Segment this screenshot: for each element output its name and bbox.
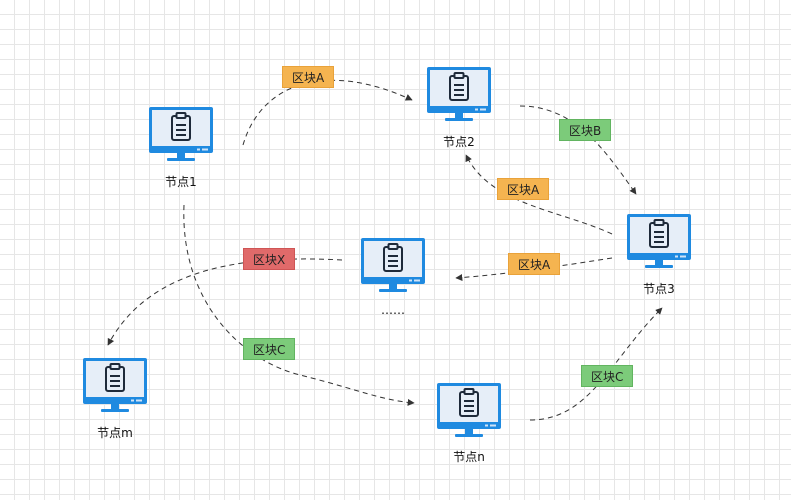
block-label-x: 区块X (243, 248, 296, 270)
computer-icon-node3 (626, 213, 692, 269)
computer-icon-node1 (148, 106, 214, 162)
block-label-c-1: 区块C (243, 338, 296, 360)
block-label-a-3: 区块A (508, 253, 561, 275)
node-label-node2: 节点2 (443, 135, 475, 149)
node-label-ellipsis: …… (381, 303, 405, 317)
edge-node1-noden (183, 204, 415, 406)
block-label-c-2: 区块C (581, 365, 634, 387)
computer-icon-nodex (360, 237, 426, 293)
edge-node3-nodex (455, 257, 613, 282)
edge-nodex-nodem (107, 258, 343, 346)
edge-noden-node3 (529, 307, 663, 421)
node-label-node3: 节点3 (643, 282, 675, 296)
node-label-node1: 节点1 (165, 175, 197, 189)
block-label-a-2: 区块A (497, 178, 550, 200)
edge-node1-node2 (242, 79, 413, 146)
computer-icon-noden (436, 382, 502, 438)
node-label-noden: 节点n (453, 450, 485, 464)
block-label-a-1: 区块A (282, 66, 335, 88)
computer-icon-node2 (426, 66, 492, 122)
node-label-nodem: 节点m (97, 426, 133, 440)
block-label-b: 区块B (559, 119, 612, 141)
computer-icon-nodem (82, 357, 148, 413)
edge-node3-node2 (465, 154, 613, 235)
